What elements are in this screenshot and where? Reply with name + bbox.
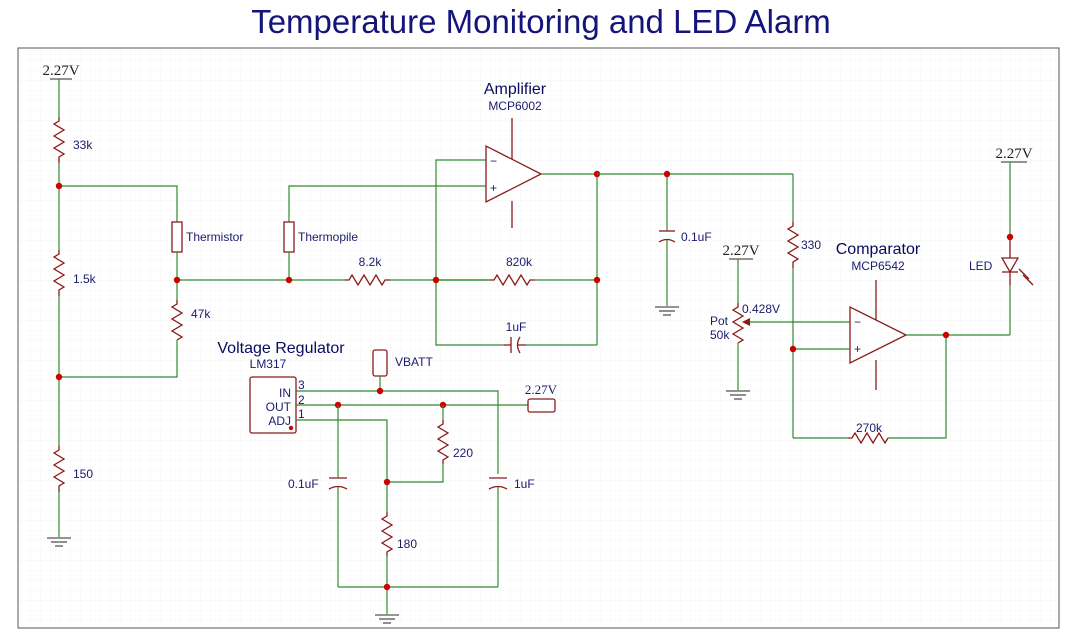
amplifier-opamp <box>485 144 543 204</box>
page-title: Temperature Monitoring and LED Alarm <box>251 3 831 40</box>
amplifier-title: Amplifier <box>484 81 547 98</box>
pot-voltage-label: 0.428V <box>742 302 780 316</box>
resistor-1-5k <box>52 250 66 296</box>
regulator-part-label: LM317 <box>250 357 287 371</box>
resistor-47k-label: 47k <box>191 307 211 321</box>
led-stage: 2.27V LED <box>969 146 1034 335</box>
voltage-regulator-stage: Voltage Regulator LM317 IN OUT ADJ 3 2 1… <box>217 340 558 624</box>
vbatt-terminal <box>372 349 388 377</box>
junction-dot <box>383 478 391 486</box>
resistor-8-2k <box>345 273 390 287</box>
pin-in-label: IN <box>279 386 291 400</box>
pot-name-label: Pot <box>710 314 729 328</box>
junction-dot <box>942 331 950 339</box>
junction-dot <box>55 182 63 190</box>
pin-3-number: 3 <box>298 378 305 392</box>
supply-label-pot: 2.27V <box>722 243 759 259</box>
resistor-47k <box>170 300 184 341</box>
amplifier-part-label: MCP6002 <box>488 99 542 113</box>
pin-1-number: 1 <box>298 407 305 421</box>
junction-dot <box>593 276 601 284</box>
comp-minus-sign: − <box>854 315 861 329</box>
junction-dot <box>432 276 440 284</box>
pot-wiper-arrow[interactable] <box>742 318 750 326</box>
ground-symbol-regulator <box>375 614 399 624</box>
junction-dot <box>376 387 384 395</box>
thermistor-label: Thermistor <box>186 230 243 244</box>
thermopile-label: Thermopile <box>298 230 358 244</box>
comparator-stage: Comparator MCP6542 − + 270k <box>744 241 1010 445</box>
resistor-270k <box>848 431 889 445</box>
comp-plus-sign: + <box>854 342 861 356</box>
junction-dot <box>663 170 671 178</box>
capacitor-1uf-reg-label: 1uF <box>514 477 535 491</box>
resistor-1-5k-label: 1.5k <box>73 272 97 286</box>
pin-adj-label: ADJ <box>268 414 291 428</box>
capacitor-1uf-feedback-label: 1uF <box>506 320 527 334</box>
supply-label-led: 2.27V <box>995 146 1032 162</box>
capacitor-0-1uf-label: 0.1uF <box>681 230 712 244</box>
resistor-150 <box>52 446 66 492</box>
resistor-33k-label: 33k <box>73 138 93 152</box>
resistor-820k <box>490 273 535 287</box>
potentiometer-50k <box>731 303 745 344</box>
junction-dot <box>789 345 797 353</box>
resistor-330 <box>786 222 800 268</box>
ground-symbol-filter <box>655 306 679 316</box>
schematic-frame <box>17 47 1060 629</box>
thermopile <box>283 221 295 253</box>
supply-label-left: 2.27V <box>42 63 79 79</box>
resistor-33k <box>52 117 66 163</box>
resistor-330-label: 330 <box>801 238 821 252</box>
junction-dot <box>383 583 391 591</box>
pin1-marker <box>288 425 294 431</box>
resistor-150-label: 150 <box>73 467 93 481</box>
capacitor-0-1uf-reg-label: 0.1uF <box>288 477 319 491</box>
junction-dot <box>173 276 181 284</box>
resistor-820k-label: 820k <box>506 255 533 269</box>
output-terminal <box>527 398 556 413</box>
output-filter: 0.1uF 330 <box>597 170 821 438</box>
amp-plus-sign: + <box>490 181 497 195</box>
regulator-title: Voltage Regulator <box>217 340 345 357</box>
pin-2-number: 2 <box>298 393 305 407</box>
ground-symbol-pot <box>726 390 750 400</box>
amp-minus-sign: − <box>490 154 497 168</box>
thermistor <box>171 221 183 253</box>
junction-dot <box>285 276 293 284</box>
resistor-180 <box>380 512 394 556</box>
comparator-part-label: MCP6542 <box>851 259 905 273</box>
led-diode <box>1000 257 1020 274</box>
vbatt-label: VBATT <box>395 355 433 369</box>
amplifier-stage: Amplifier MCP6002 − + 820k 1uF <box>432 81 601 354</box>
resistor-270k-label: 270k <box>856 421 883 435</box>
pin-out-label: OUT <box>266 400 292 414</box>
junction-dot <box>55 373 63 381</box>
ground-symbol-left <box>47 537 71 547</box>
resistor-220 <box>436 420 450 464</box>
pot-value-label: 50k <box>710 328 730 342</box>
resistor-220-label: 220 <box>453 446 473 460</box>
comparator-title: Comparator <box>836 241 921 258</box>
resistor-180-label: 180 <box>397 537 417 551</box>
resistor-8-2k-label: 8.2k <box>359 255 383 269</box>
reg-output-label: 2.27V <box>525 382 558 397</box>
sensor-network: Thermistor 47k Thermopile 8.2k <box>170 185 490 341</box>
comparator-opamp <box>849 305 908 365</box>
capacitor-1uf-feedback <box>504 336 526 354</box>
left-divider-network: 2.27V 33k 1.5k 150 <box>42 63 178 547</box>
potentiometer-stage: 2.27V 0.428V Pot 50k <box>710 243 780 400</box>
led-label: LED <box>969 259 993 273</box>
